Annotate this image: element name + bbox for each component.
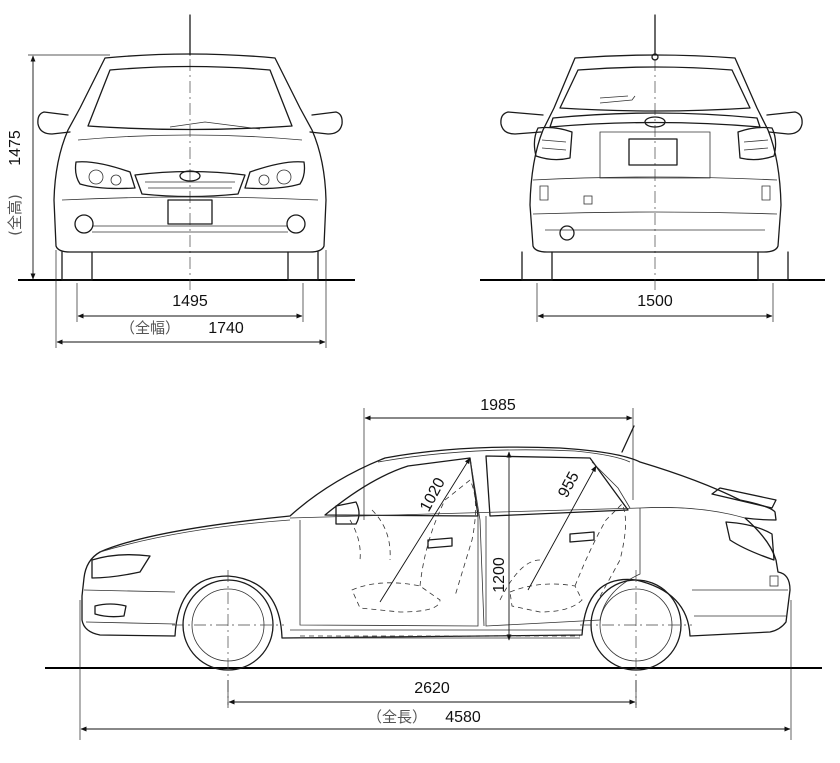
front-body-outline	[53, 53, 327, 253]
front-seat	[351, 479, 476, 613]
side-body-outline	[81, 446, 791, 639]
side-view: 1985	[45, 397, 822, 740]
rear-side-window	[485, 455, 629, 517]
cabin-length-value: 1985	[480, 397, 516, 414]
front-license-plate	[167, 199, 213, 225]
rear-tread-value: 1500	[637, 293, 673, 310]
rear-window	[559, 66, 751, 112]
rear-tire-left	[521, 251, 553, 281]
front-grille	[134, 170, 246, 198]
rear-license-plate	[628, 138, 678, 166]
front-headroom-value: 1020	[417, 475, 449, 514]
side-headlight	[91, 554, 151, 579]
width-note: （全幅）	[120, 319, 180, 337]
length-value: 4580	[445, 709, 481, 726]
rear-exhaust	[559, 225, 575, 241]
side-antenna	[621, 425, 635, 453]
rear-tire-right	[757, 251, 789, 281]
front-headlight-right	[244, 161, 306, 190]
front-tire-right	[287, 251, 319, 281]
front-mirror-right	[309, 111, 343, 135]
front-tread-value: 1495	[172, 293, 208, 310]
rear-headroom-value: 955	[555, 469, 583, 501]
front-headroom-dimension-line	[379, 457, 471, 603]
rear-emblem	[644, 116, 666, 128]
rear-taillight-left	[533, 126, 573, 161]
rear-seat	[509, 503, 626, 613]
rear-taillight-right	[737, 126, 777, 161]
interior-height-value: 1200	[491, 557, 508, 593]
front-side-window	[324, 457, 479, 517]
rear-body-outline	[529, 54, 782, 253]
rear-mirror-right	[766, 111, 803, 135]
front-windshield	[87, 65, 293, 131]
side-mirror	[335, 501, 360, 525]
rear-spoiler	[711, 487, 777, 509]
side-taillight	[725, 521, 775, 561]
front-headlight-left	[74, 161, 136, 190]
height-note: (全高)	[6, 194, 24, 236]
rear-view: 1500	[480, 14, 825, 322]
length-note: （全長）	[367, 708, 427, 726]
wheelbase-value: 2620	[414, 680, 450, 697]
width-value: 1740	[208, 320, 244, 337]
front-mirror-left	[37, 111, 71, 135]
rear-mirror-left	[500, 111, 544, 135]
front-view: 1475 (全高) 1495 （全幅） 1740	[6, 14, 355, 348]
front-foglight-left	[74, 214, 94, 234]
rear-headroom-dimension-line	[527, 465, 597, 591]
front-foglight-right	[286, 214, 306, 234]
front-emblem	[179, 170, 201, 182]
height-value: 1475	[7, 130, 24, 166]
front-tire-left	[61, 251, 93, 281]
